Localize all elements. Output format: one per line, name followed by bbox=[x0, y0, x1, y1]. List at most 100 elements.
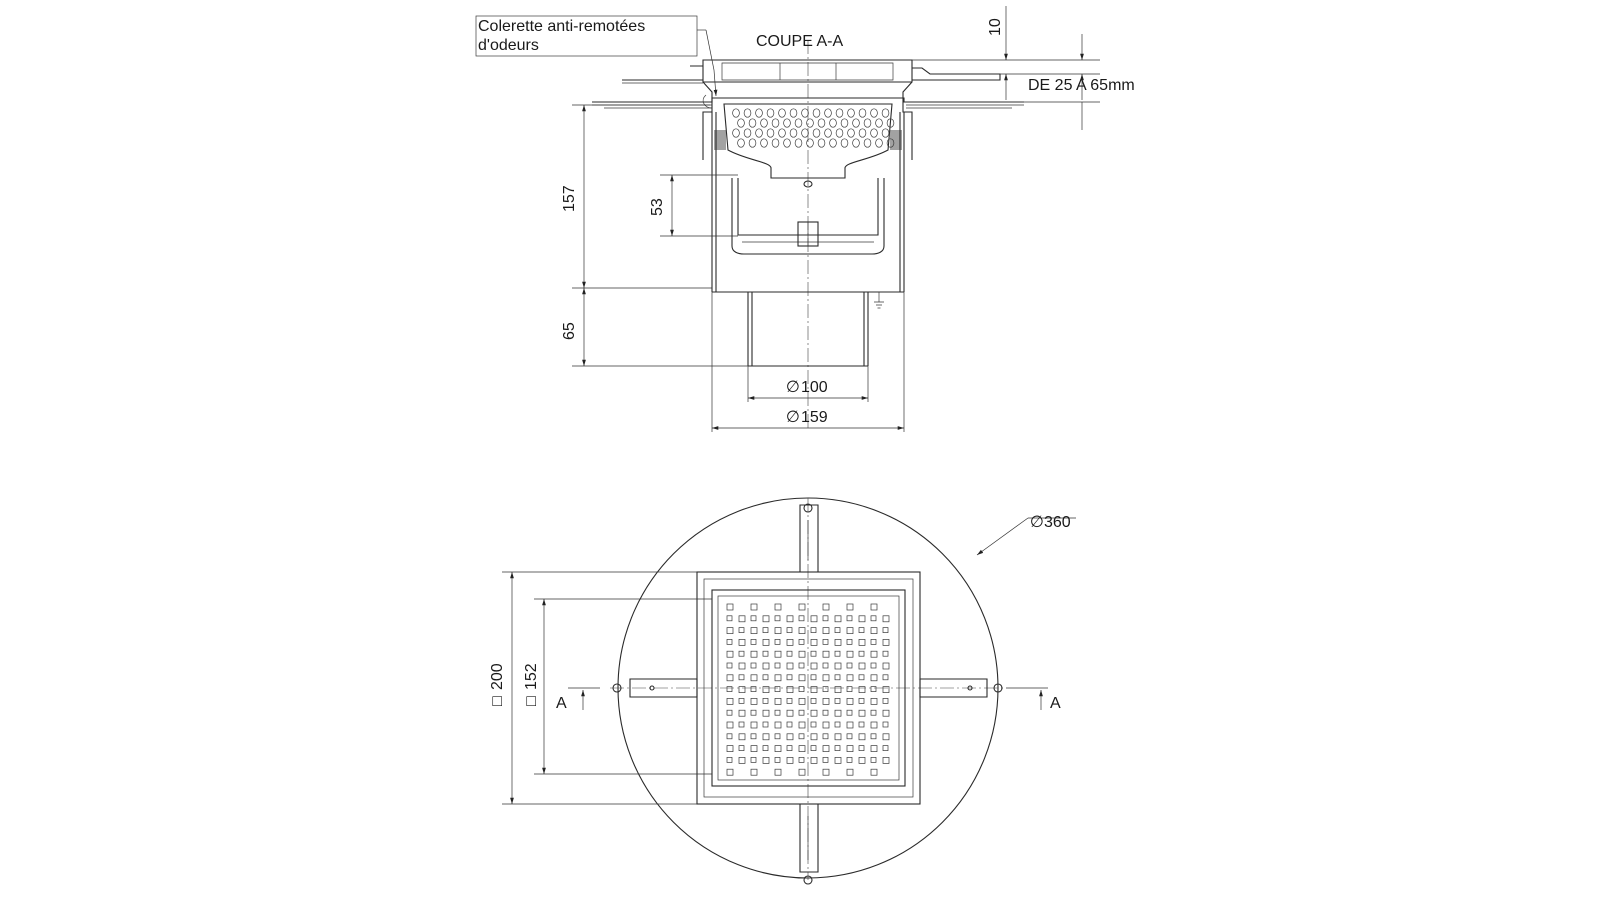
grate-slot bbox=[726, 721, 734, 729]
dim-53: 53 bbox=[649, 174, 738, 237]
basket-hole bbox=[840, 118, 849, 128]
grate-slot bbox=[858, 627, 865, 633]
grate-slot bbox=[762, 709, 770, 717]
plan-view: ∅ 360 □ 200 □ 152 A bbox=[489, 497, 1076, 885]
grate-slot bbox=[738, 721, 745, 728]
basket-hole bbox=[852, 138, 860, 148]
basket-hole bbox=[755, 128, 763, 138]
grate-slot bbox=[834, 686, 842, 693]
grate-slot bbox=[882, 709, 890, 717]
grate-slot bbox=[774, 733, 781, 740]
basket-hole bbox=[748, 118, 757, 128]
grate-slot bbox=[882, 639, 890, 646]
basket-hole bbox=[847, 128, 855, 138]
grate-slot bbox=[738, 709, 746, 717]
dim-360-value: 360 bbox=[1044, 514, 1071, 531]
grate-slot bbox=[834, 698, 841, 704]
basket-hole bbox=[886, 118, 895, 128]
grate-slot bbox=[726, 603, 734, 611]
grate-slot bbox=[870, 733, 877, 740]
grate-slot bbox=[750, 686, 757, 692]
grate-slot bbox=[762, 698, 769, 704]
basket-hole bbox=[737, 118, 745, 128]
grate-slot bbox=[858, 662, 866, 670]
grate-slot bbox=[762, 627, 769, 633]
grate-slot bbox=[786, 662, 794, 670]
grate-slot bbox=[762, 639, 770, 646]
grate-slot bbox=[846, 757, 853, 763]
grate-slot bbox=[750, 745, 758, 752]
grate-outer bbox=[711, 589, 906, 787]
grate-slot bbox=[798, 674, 806, 682]
basket-hole bbox=[789, 128, 798, 138]
section-title: COUPE A-A bbox=[756, 33, 843, 50]
grate-slot bbox=[846, 627, 854, 634]
grate-slot bbox=[774, 721, 782, 729]
basket-hole bbox=[886, 138, 895, 148]
basket-hole bbox=[783, 138, 791, 148]
grate-slot bbox=[834, 733, 842, 741]
grate-slot bbox=[738, 662, 746, 670]
grate-slot bbox=[822, 674, 830, 682]
basket-hole bbox=[824, 128, 832, 138]
grate-slot bbox=[774, 639, 781, 645]
grate-slot bbox=[762, 686, 770, 693]
grate-frame-inner bbox=[703, 578, 914, 798]
dim-65: 65 bbox=[561, 288, 748, 367]
grate-slot bbox=[750, 709, 757, 716]
grate-slot bbox=[774, 757, 781, 763]
grate-slot bbox=[846, 639, 853, 645]
grate-slot bbox=[822, 768, 830, 776]
grate-slot bbox=[810, 627, 817, 633]
grate-slot bbox=[858, 615, 866, 623]
grate-slot bbox=[726, 639, 733, 645]
dim-152-value: 152 bbox=[523, 663, 540, 690]
basket-hole bbox=[829, 138, 837, 148]
grate-slot bbox=[762, 757, 770, 764]
grate-slot bbox=[882, 650, 889, 657]
basket-hole bbox=[771, 138, 780, 148]
grate-slot bbox=[786, 674, 793, 681]
grate-slot bbox=[846, 615, 853, 622]
grate-slot bbox=[774, 603, 782, 611]
grate-slot bbox=[762, 733, 770, 741]
grate-slot bbox=[750, 733, 757, 740]
earth-icon bbox=[874, 292, 884, 309]
grate-slot bbox=[798, 757, 805, 763]
grate-slot bbox=[846, 650, 854, 658]
grate-slot bbox=[846, 662, 853, 669]
grate-slot bbox=[822, 709, 829, 716]
grate-slot bbox=[834, 757, 842, 764]
grate-slot bbox=[738, 674, 745, 681]
grate-slot bbox=[882, 674, 889, 681]
grate-slot bbox=[810, 686, 818, 693]
grate-slot bbox=[726, 627, 734, 634]
grate-slot bbox=[774, 686, 781, 692]
grate-slot bbox=[858, 698, 865, 704]
grate-slot bbox=[846, 733, 853, 740]
basket-hole bbox=[771, 118, 780, 128]
grate-slot bbox=[822, 757, 829, 763]
grate-slot bbox=[858, 639, 866, 646]
grate-slot bbox=[774, 650, 782, 658]
grate-slot bbox=[786, 615, 794, 623]
grate-slot bbox=[762, 721, 769, 728]
basket-hole bbox=[835, 128, 844, 138]
grate-frame-outer bbox=[696, 571, 921, 805]
basket-hole bbox=[794, 138, 803, 148]
basket-hole bbox=[852, 118, 860, 128]
grate-slot bbox=[870, 615, 877, 622]
basket-hole bbox=[743, 128, 752, 138]
grate-slot bbox=[834, 650, 841, 657]
grate-slot bbox=[738, 745, 745, 751]
basket-hole bbox=[801, 128, 809, 138]
grate-slot bbox=[798, 698, 806, 705]
grate-slot bbox=[750, 639, 757, 645]
outlet-pipe bbox=[747, 292, 884, 367]
section-marker-left-label: A bbox=[556, 695, 567, 712]
grate-slot bbox=[882, 615, 890, 623]
grate-slot bbox=[810, 698, 817, 704]
grate-slot bbox=[882, 627, 889, 633]
grate-slot bbox=[726, 698, 734, 705]
grate-slot bbox=[738, 733, 746, 741]
